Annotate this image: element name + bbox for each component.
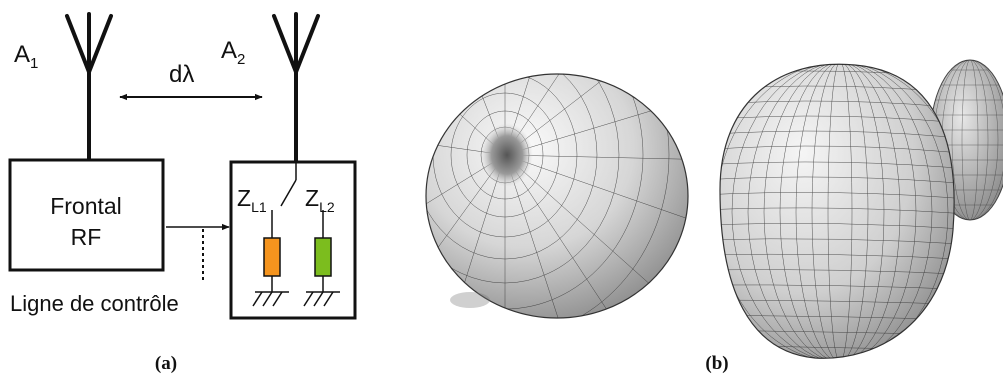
load-1-subscript: L1 bbox=[251, 199, 267, 215]
switch-icon bbox=[280, 162, 297, 207]
caption-a: (a) bbox=[155, 353, 177, 374]
radiation-lobe-1 bbox=[425, 73, 689, 319]
panel-b-radiation-patterns: (b) bbox=[425, 59, 1003, 374]
load-1-label: ZL1 bbox=[237, 185, 267, 215]
lobe-1-null-dimple bbox=[481, 123, 533, 187]
antenna-1-subscript: 1 bbox=[30, 55, 38, 72]
antenna-1-label: A1 bbox=[14, 41, 38, 72]
frontend-label-line2: RF bbox=[71, 224, 102, 250]
frontend-rf-box bbox=[8, 158, 165, 272]
load-2-resistor bbox=[314, 237, 332, 277]
load-1-resistor bbox=[263, 237, 281, 277]
antenna-2-subscript: 2 bbox=[237, 51, 245, 68]
control-line-label: Ligne de contrôle bbox=[10, 291, 179, 316]
panel-a-circuit: A1 A2 dλ Frontal RF Ligne de contrôle ZL… bbox=[8, 12, 357, 374]
caption-b: (b) bbox=[705, 353, 728, 374]
antenna-2-icon bbox=[272, 12, 320, 164]
load-2-subscript: L2 bbox=[319, 199, 335, 215]
frontend-label-line1: Frontal bbox=[50, 193, 122, 219]
ground-1-icon bbox=[252, 291, 289, 307]
ground-2-icon bbox=[303, 291, 340, 307]
antenna-2-label: A2 bbox=[221, 37, 245, 68]
distance-label: dλ bbox=[169, 61, 194, 88]
antenna-1-icon bbox=[65, 12, 113, 162]
